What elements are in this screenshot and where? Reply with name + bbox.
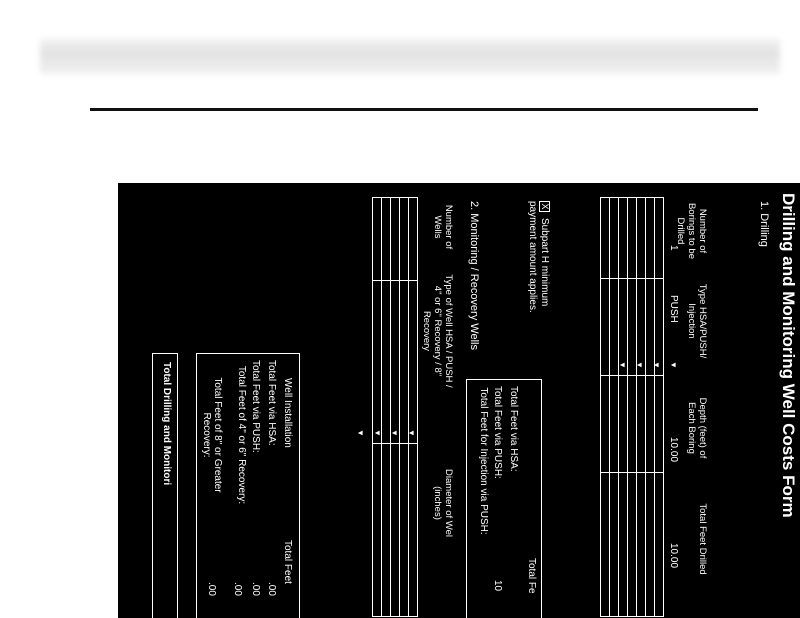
header-number-wells: Number of Wells	[432, 204, 454, 250]
total-push-label: Total Feet via PUSH:	[492, 386, 503, 479]
subpart-label: Subpart H minimum payment amount applies…	[526, 201, 550, 313]
cell-total[interactable]: 10.00	[668, 543, 679, 569]
grand-total-box: Total Drilling and Monitori	[152, 353, 178, 618]
scan-artifact	[40, 38, 780, 74]
table-row	[390, 197, 400, 617]
well-installation-label: Well Installation	[282, 378, 293, 448]
header-well-type: Type of Well HSA / PUSH / 4" or 6" Recov…	[421, 274, 454, 388]
header-total-feet: Total Feet Drilled	[697, 503, 708, 575]
install-8-value: .00	[206, 582, 217, 596]
checkbox-checked-icon[interactable]: X	[539, 201, 550, 212]
install-8-label: Total Feet of 8" or Greater Recovery:	[201, 377, 223, 493]
header-depth: Depth (feet) of Each Boring	[686, 397, 708, 459]
drilling-table	[600, 197, 664, 617]
dropdown-arrow-icon[interactable]: ▼	[373, 429, 382, 437]
section-wells-heading: 2. Monitoring / Recovery Wells	[468, 201, 480, 350]
install-push-label: Total Feet via PUSH:	[250, 360, 261, 453]
table-row	[609, 197, 619, 617]
dropdown-arrow-icon[interactable]: ▼	[407, 429, 416, 437]
dropdown-arrow-icon[interactable]: ▼	[635, 361, 644, 369]
table-row	[372, 197, 382, 617]
install-4-6-label: Total Feet of 4" or 6" Recovery:	[236, 365, 247, 505]
dropdown-arrow-icon[interactable]: ▼	[390, 429, 399, 437]
table-row	[627, 197, 637, 617]
table-row	[654, 197, 664, 617]
well-installation-total-header: Total Feet	[282, 540, 293, 584]
header-diameter: Diameter of Wel (inches)	[432, 469, 454, 537]
wells-table	[372, 197, 418, 617]
well-installation-box: Well Installation Total Feet Total Feet …	[196, 353, 300, 618]
table-row	[399, 197, 409, 617]
table-row	[408, 197, 418, 617]
header-borings: Number of Borings to be Drilled	[675, 203, 708, 259]
total-push-value: 10	[492, 580, 503, 592]
table-row	[636, 197, 646, 617]
totals-header: Total Fe	[526, 558, 537, 594]
dropdown-arrow-icon[interactable]: ▼	[356, 429, 365, 437]
table-row	[645, 197, 655, 617]
header-rule	[90, 108, 758, 111]
section-drilling-heading: 1. Drilling	[758, 201, 770, 247]
table-row	[618, 197, 628, 617]
header-boring-type: Type HSA/PUSH/ Injection	[686, 283, 708, 359]
table-row	[600, 197, 610, 617]
dropdown-arrow-icon[interactable]: ▼	[618, 361, 627, 369]
table-row	[381, 197, 391, 617]
install-4-6-value: .00	[232, 582, 243, 596]
install-hsa-label: Total Feet via HSA:	[266, 360, 277, 446]
scanned-form: Drilling and Monitoring Well Costs Form …	[118, 183, 800, 618]
dropdown-arrow-icon[interactable]: ▼	[669, 361, 678, 369]
form-title: Drilling and Monitoring Well Costs Form	[779, 193, 798, 518]
cell-borings[interactable]: 1	[668, 245, 679, 251]
rotated-form-content: Drilling and Monitoring Well Costs Form …	[118, 183, 800, 618]
subpart-option[interactable]: XSubpart H minimum payment amount applie…	[526, 201, 550, 341]
dropdown-arrow-icon[interactable]: ▼	[652, 361, 661, 369]
total-hsa-label: Total Feet via HSA:	[508, 386, 519, 472]
cell-type[interactable]: PUSH	[668, 295, 679, 323]
install-push-value: .00	[250, 582, 261, 596]
cell-depth[interactable]: 10.00	[668, 437, 679, 463]
total-injection-label: Total Feet for Injection via PUSH:	[478, 387, 489, 535]
grand-total-label: Total Drilling and Monitori	[161, 362, 172, 486]
install-hsa-value: .00	[266, 582, 277, 596]
drilling-totals-box: Total Fe Total Feet via HSA: Total Feet …	[466, 379, 542, 618]
